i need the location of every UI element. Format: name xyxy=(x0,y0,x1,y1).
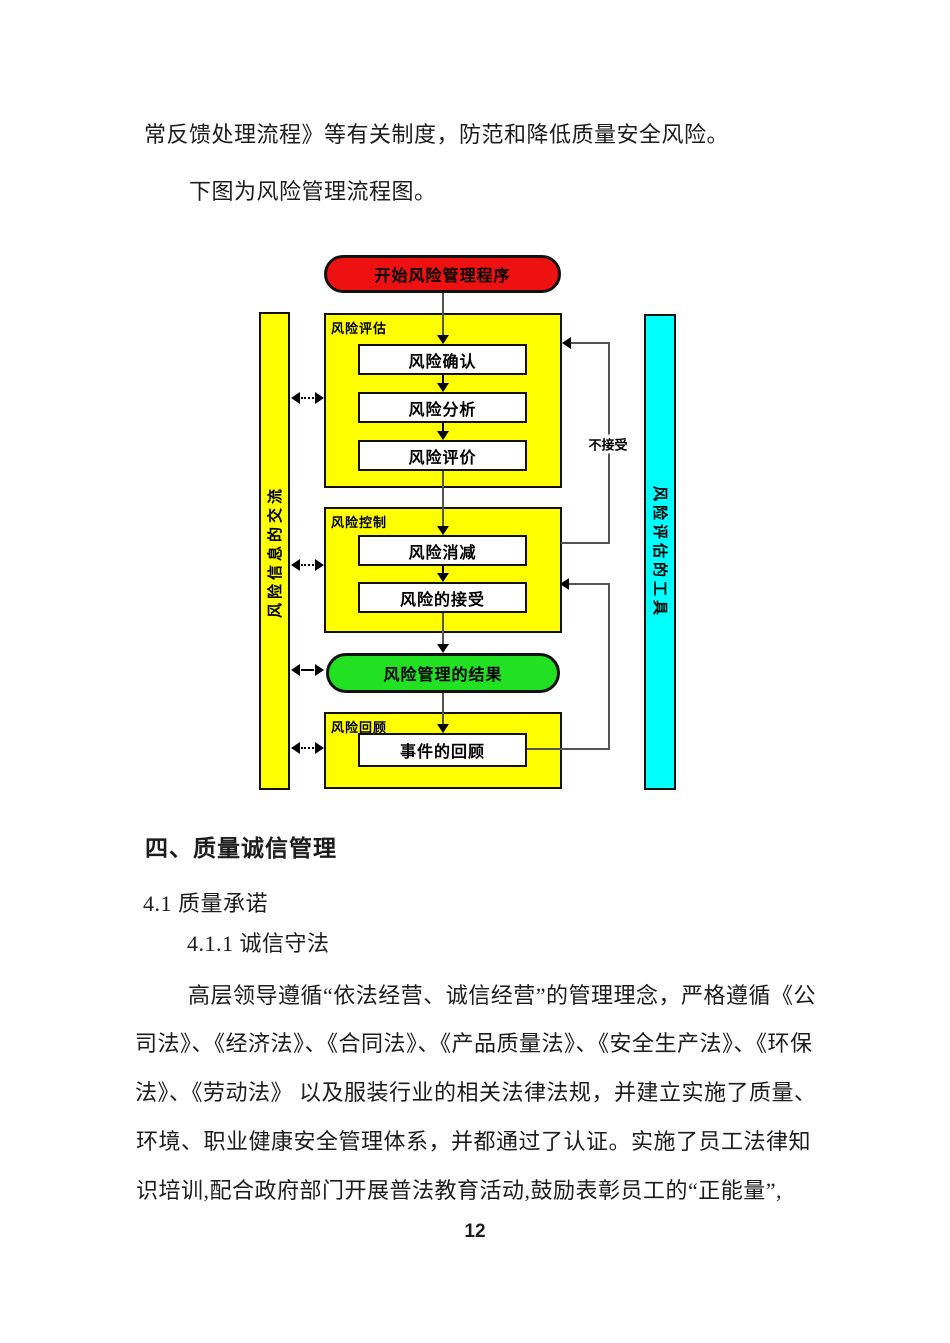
step-risk-acceptance: 风险的接受 xyxy=(358,582,527,613)
subsection-heading: 4.1 质量承诺 xyxy=(143,891,269,916)
left-arrow-icon xyxy=(291,664,300,676)
exchange-arrow-control xyxy=(291,558,324,572)
flow-line xyxy=(442,423,444,432)
body-line-1: 高层领导遵循“依法经营、诚信经营”的管理理念，严格遵循《公 xyxy=(188,983,817,1008)
left-arrow-icon xyxy=(291,742,300,754)
info-exchange-bar: 风险信息的交流 xyxy=(259,312,290,790)
info-exchange-bar-label: 风险信息的交流 xyxy=(266,484,285,618)
flow-line xyxy=(442,613,444,645)
exchange-arrow-assess xyxy=(291,391,324,405)
left-arrow-icon xyxy=(291,392,300,404)
body-line-5: 识培训,配合政府部门开展普法教育活动,鼓励表彰员工的“正能量”, xyxy=(136,1178,783,1203)
left-arrow-icon xyxy=(560,578,569,590)
down-arrow-icon xyxy=(437,644,449,653)
step-risk-analysis: 风险分析 xyxy=(358,392,527,423)
right-arrow-icon xyxy=(315,559,324,571)
left-arrow-icon xyxy=(562,337,571,349)
down-arrow-icon xyxy=(437,383,449,392)
body-line-4: 环境、职业健康安全管理体系，并都通过了认证。实施了员工法律知 xyxy=(136,1129,812,1154)
feedback-line-1 xyxy=(561,542,610,544)
control-group-label: 风险控制 xyxy=(331,516,388,531)
flow-line xyxy=(442,293,444,336)
step-risk-mitigation: 风险消减 xyxy=(358,535,527,566)
result-node: 风险管理的结果 xyxy=(326,653,560,693)
feedback-line-2 xyxy=(608,583,610,750)
dotted-shaft xyxy=(301,564,314,566)
down-arrow-icon xyxy=(437,431,449,440)
exchange-arrow-result xyxy=(291,663,324,677)
flow-line xyxy=(442,693,444,725)
intro-line-2: 下图为风险管理流程图。 xyxy=(189,179,437,204)
assessment-tools-bar: 风险评估的工具 xyxy=(644,314,676,790)
solid-shaft xyxy=(301,669,314,671)
reject-label: 不接受 xyxy=(586,434,630,454)
dotted-shaft xyxy=(301,397,314,399)
review-group-label: 风险回顾 xyxy=(331,721,388,736)
step-risk-confirm: 风险确认 xyxy=(358,344,527,375)
body-line-2: 司法》、《经济法》、《合同法》、《产品质量法》、《安全生产法》、《环保 xyxy=(135,1031,813,1056)
assessment-tools-bar-label: 风险评估的工具 xyxy=(650,485,669,619)
down-arrow-icon xyxy=(437,526,449,535)
down-arrow-icon xyxy=(437,724,449,733)
feedback-line-2 xyxy=(527,748,610,750)
flow-line xyxy=(442,566,444,574)
right-arrow-icon xyxy=(315,664,324,676)
assess-group-label: 风险评估 xyxy=(331,322,388,337)
step-event-review: 事件的回顾 xyxy=(358,733,527,767)
subsubsection-heading: 4.1.1 诚信守法 xyxy=(187,931,330,956)
dotted-shaft xyxy=(301,747,314,749)
feedback-line-1 xyxy=(571,342,610,344)
right-arrow-icon xyxy=(315,392,324,404)
down-arrow-icon xyxy=(437,573,449,582)
start-node: 开始风险管理程序 xyxy=(324,255,561,293)
page-number: 12 xyxy=(464,1221,486,1242)
exchange-arrow-review xyxy=(291,741,324,755)
flow-line xyxy=(442,471,444,527)
body-line-3: 法》、《劳动法》 以及服装行业的相关法律法规，并建立实施了质量、 xyxy=(135,1080,817,1105)
intro-line-1: 常反馈处理流程》等有关制度，防范和降低质量安全风险。 xyxy=(144,122,730,147)
flow-line xyxy=(442,375,444,384)
left-arrow-icon xyxy=(291,559,300,571)
step-risk-evaluation: 风险评价 xyxy=(358,440,527,471)
down-arrow-icon xyxy=(437,335,449,344)
section-heading: 四、质量诚信管理 xyxy=(145,836,337,861)
right-arrow-icon xyxy=(315,742,324,754)
feedback-line-2 xyxy=(569,583,610,585)
